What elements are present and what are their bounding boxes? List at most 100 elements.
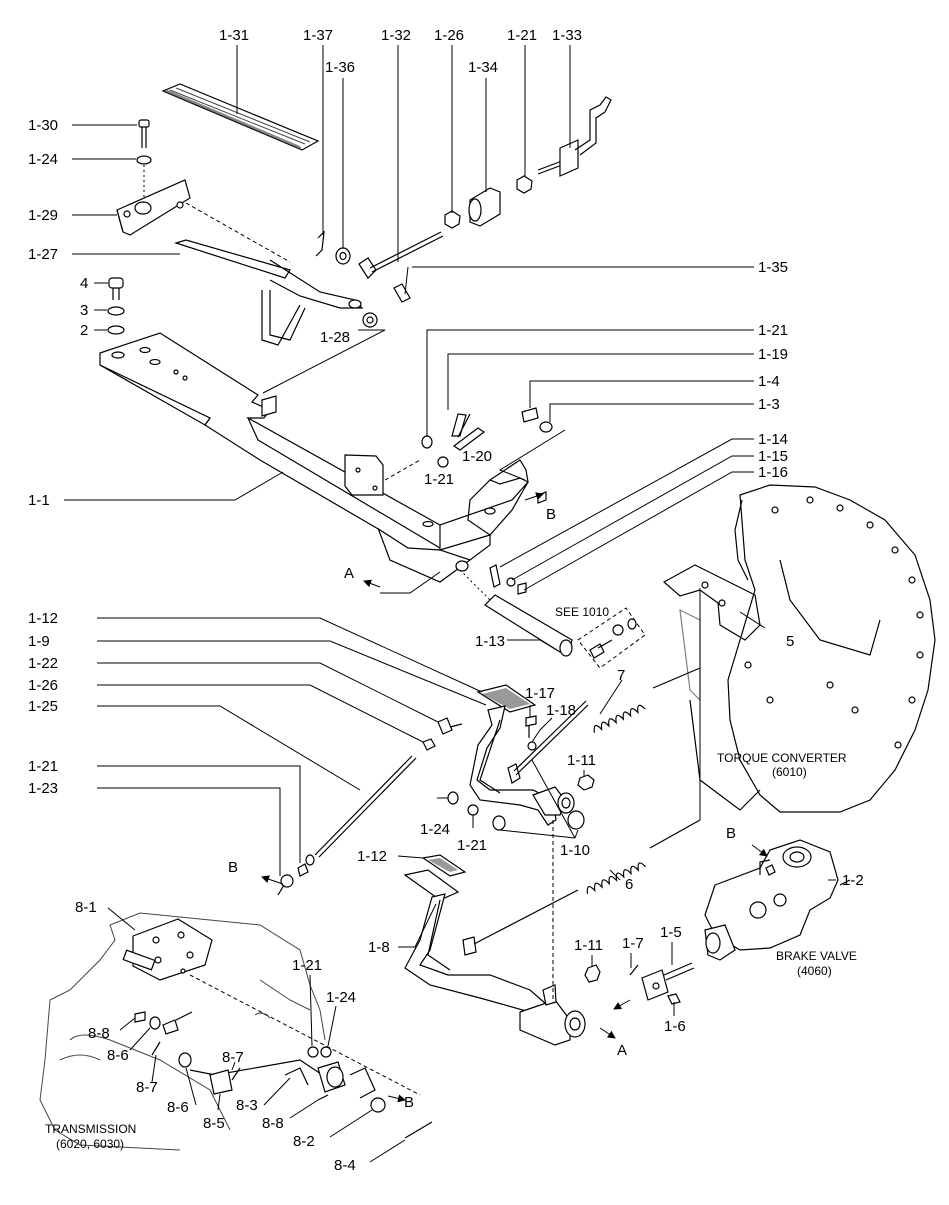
frame-hardware	[421, 407, 553, 504]
bracket-5	[662, 564, 761, 820]
callout: 8-3	[236, 1097, 258, 1114]
callout: 8-2	[293, 1133, 315, 1150]
callout: 4	[80, 275, 88, 292]
callout: 1-28	[320, 329, 350, 346]
linkage-8	[134, 974, 433, 1139]
callout: 1-8	[368, 939, 390, 956]
callout-labels: 1-31 1-37 1-32 1-26 1-21 1-33 1-36 1-34 …	[28, 27, 864, 1174]
callout: 1-2	[842, 872, 864, 889]
callout: 1-1	[28, 492, 50, 509]
leader-lines	[64, 45, 836, 1163]
spring-icon	[593, 667, 701, 733]
callout: B	[404, 1094, 414, 1111]
callout: 8-7	[222, 1049, 244, 1066]
torque-converter-ref: (6010)	[772, 765, 807, 779]
callout: A	[617, 1042, 627, 1059]
callout: 1-7	[622, 935, 644, 952]
transmission-ref: (6020, 6030)	[56, 1137, 124, 1151]
brake-valve-caption: BRAKE VALVE	[776, 949, 857, 963]
callout: 8-8	[88, 1025, 110, 1042]
callout: 8-7	[136, 1079, 158, 1096]
callout: 1-13	[475, 633, 505, 650]
bracket-8-1	[122, 918, 213, 981]
callout: 1-21	[507, 27, 537, 44]
callout: 1-36	[325, 59, 355, 76]
callout: 1-21	[424, 471, 454, 488]
callout: 1-6	[664, 1018, 686, 1035]
callout: 1-35	[758, 259, 788, 276]
callout: 6	[625, 876, 633, 893]
callout: 1-4	[758, 373, 780, 390]
direction-arrow-icon	[261, 492, 768, 1103]
callout: 1-11	[574, 937, 603, 954]
brake-valve	[704, 839, 851, 961]
callout: 1-24	[420, 821, 450, 838]
callout: 1-14	[758, 431, 788, 448]
callout: 1-12	[357, 848, 387, 865]
callout: B	[726, 825, 736, 842]
bolt-icon	[136, 119, 152, 200]
callout: 1-20	[462, 448, 492, 465]
callout: 1-23	[28, 780, 58, 797]
callout: 8-6	[167, 1099, 189, 1116]
pedal-arm-1-27	[173, 239, 364, 346]
transmission	[39, 912, 326, 1151]
callout: 1-21	[758, 322, 788, 339]
callout: 1-5	[660, 924, 682, 941]
hardware-4-3-2	[107, 277, 378, 335]
callout: 1-25	[28, 698, 58, 715]
pedal-pad-icon	[161, 83, 320, 151]
callout: B	[228, 859, 238, 876]
callout: 1-17	[525, 685, 555, 702]
callout: 1-29	[28, 207, 58, 224]
callout: 1-24	[28, 151, 58, 168]
pedal-1-8	[403, 854, 601, 1046]
callout: 1-33	[552, 27, 582, 44]
pedal-hardware	[447, 715, 595, 831]
callout: 1-12	[28, 610, 58, 627]
callout: 2	[80, 322, 88, 339]
callout: 1-31	[219, 27, 249, 44]
torque-converter-caption: TORQUE CONVERTER	[717, 751, 847, 765]
bracket-1-29	[116, 179, 291, 263]
callout: 8-8	[262, 1115, 284, 1132]
brake-valve-ref: (4060)	[797, 964, 832, 978]
callout: 1-21	[292, 957, 322, 974]
see-1010-box	[577, 607, 646, 669]
callout: 1-15	[758, 448, 788, 465]
callout: 1-26	[434, 27, 464, 44]
callout: 8-4	[334, 1157, 356, 1174]
pedal-1-9	[469, 684, 589, 826]
callout: 1-3	[758, 396, 780, 413]
clevis-1-5	[629, 962, 695, 1005]
callout: 1-21	[28, 758, 58, 775]
callout: 1-22	[28, 655, 58, 672]
top-rod-assembly	[315, 96, 612, 303]
callout: 1-21	[457, 837, 487, 854]
callout: 3	[80, 302, 88, 319]
callout: 8-5	[203, 1115, 225, 1132]
spring-6	[473, 819, 701, 1000]
callout: 1-24	[326, 989, 356, 1006]
callout: 1-34	[468, 59, 498, 76]
callout: 1-30	[28, 117, 58, 134]
callout: 5	[786, 633, 794, 650]
callout: 1-18	[546, 702, 576, 719]
callout: A	[344, 565, 354, 582]
callout: 1-19	[758, 346, 788, 363]
main-frame-1-1	[99, 332, 529, 583]
callout: 7	[617, 667, 625, 684]
callout: 1-16	[758, 464, 788, 481]
callout: 8-1	[75, 899, 97, 916]
callout: B	[546, 506, 556, 523]
torque-converter	[679, 484, 936, 813]
callout: 1-37	[303, 27, 333, 44]
captions: SEE 1010 TORQUE CONVERTER (6010) BRAKE V…	[45, 605, 857, 1151]
transmission-caption: TRANSMISSION	[45, 1122, 136, 1136]
rod-1-25	[277, 717, 463, 896]
see-1010-caption: SEE 1010	[555, 605, 609, 619]
callout: 1-9	[28, 633, 50, 650]
callout: 1-27	[28, 246, 58, 263]
